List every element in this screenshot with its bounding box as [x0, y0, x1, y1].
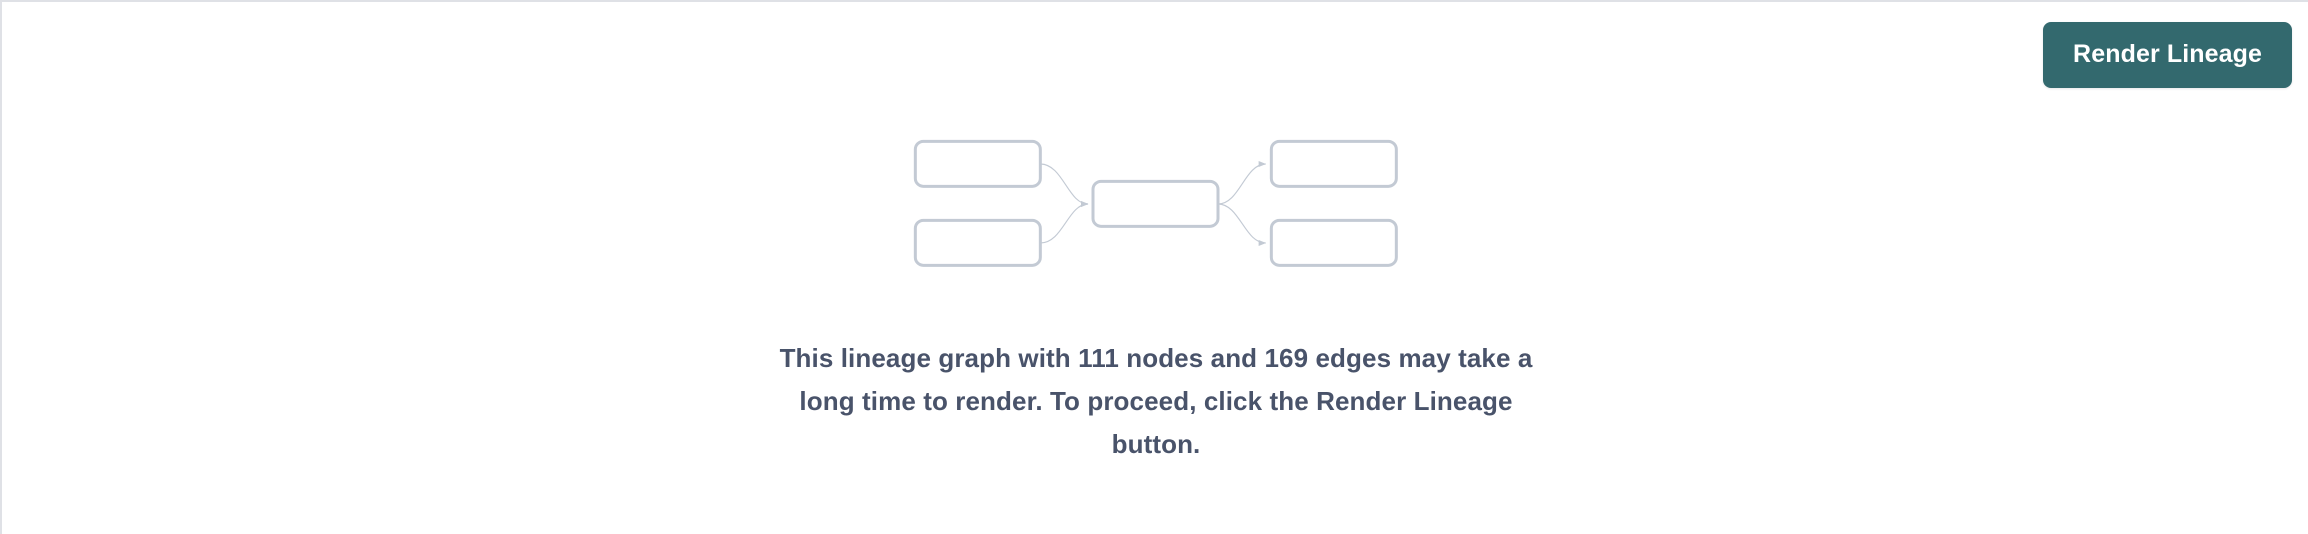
render-lineage-button[interactable]: Render Lineage	[2043, 22, 2292, 88]
lineage-node-right-top[interactable]	[1269, 139, 1398, 188]
edge-center-to-right-top	[1217, 160, 1267, 205]
lineage-nodes	[913, 139, 1398, 267]
lineage-node-left-bottom[interactable]	[913, 218, 1042, 267]
lineage-node-left-top[interactable]	[913, 139, 1042, 188]
lineage-toolbar: Render Lineage	[2043, 22, 2292, 88]
edge-left-bottom-to-center	[1040, 200, 1089, 244]
lineage-node-center[interactable]	[1091, 179, 1220, 228]
lineage-node-right-bottom[interactable]	[1269, 218, 1398, 267]
lineage-skeleton-graph	[913, 139, 1398, 267]
edge-left-top-to-center	[1040, 163, 1089, 208]
edge-center-to-right-bottom	[1217, 203, 1267, 247]
lineage-edges	[1040, 160, 1267, 247]
lineage-warning-message: This lineage graph with 111 nodes and 16…	[779, 343, 1533, 459]
lineage-placeholder: This lineage graph with 111 nodes and 16…	[2, 122, 2308, 466]
